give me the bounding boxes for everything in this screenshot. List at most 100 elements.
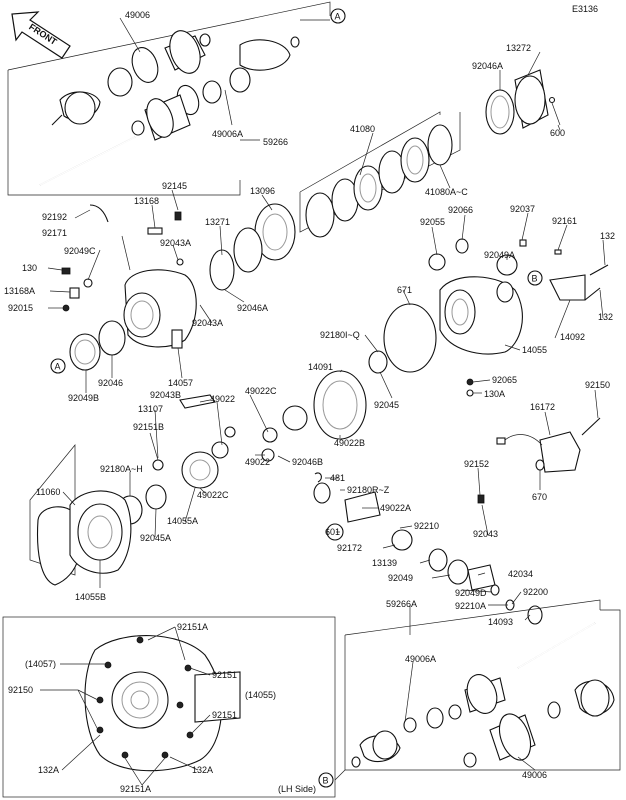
label-130: 130 <box>22 263 37 273</box>
label-92046A: 92046A <box>472 61 503 71</box>
label-92015: 92015 <box>8 303 33 313</box>
actuator-16172 <box>496 417 601 473</box>
label-92180I-Q: 92180I~Q <box>320 330 360 340</box>
lower-shaft-frame <box>344 609 621 771</box>
label-92200: 92200 <box>523 587 548 597</box>
label-92043A-a: 92043A <box>160 238 191 248</box>
pinion-parts <box>428 494 543 625</box>
part-labels: E3136 49006 13272 92046A 600 49006A 4108… <box>4 4 615 794</box>
lower-axle-parts <box>351 622 615 768</box>
lh-side-inset <box>2 616 336 798</box>
label-132A-r: 132A <box>192 765 213 775</box>
label-92046A-mid: 92046A <box>237 303 268 313</box>
label-49006: 49006 <box>125 10 150 20</box>
label-14055: 14055 <box>522 345 547 355</box>
label-13272: 13272 <box>506 43 531 53</box>
label-92045A: 92045A <box>140 533 171 543</box>
label-92210A: 92210A <box>455 601 486 611</box>
label-132-b: 132 <box>598 312 613 322</box>
left-housing <box>61 204 197 371</box>
label-92210-a: 92210 <box>414 521 439 531</box>
label-49022-b: 49022 <box>245 457 270 467</box>
leader-lines <box>40 17 606 786</box>
label-92172: 92172 <box>337 543 362 553</box>
diagram-code: E3136 <box>572 4 598 14</box>
label-92049C: 92049C <box>64 246 96 256</box>
callout-a-top: A <box>330 8 346 24</box>
label-14055-b: (14055) <box>245 690 276 700</box>
callout-b-right: B <box>527 270 543 286</box>
label-49022C-b: 49022C <box>197 490 229 500</box>
label-130A: 130A <box>484 389 505 399</box>
clutch-frame-top <box>299 111 441 193</box>
label-16172: 16172 <box>530 402 555 412</box>
shaft-frame-left <box>7 70 241 196</box>
lower-shaft-frame-top <box>344 599 601 636</box>
label-92046B: 92046B <box>292 457 323 467</box>
label-92161: 92161 <box>552 216 577 226</box>
label-600: 600 <box>550 128 565 138</box>
label-481: 481 <box>330 473 345 483</box>
label-92043: 92043 <box>473 529 498 539</box>
upper-axle-parts <box>39 30 300 186</box>
label-92151-a: 92151 <box>212 670 237 680</box>
gears-13096 <box>209 203 296 291</box>
label-92171: 92171 <box>42 228 67 238</box>
label-49006A-b: 49006A <box>405 654 436 664</box>
label-92152: 92152 <box>464 459 489 469</box>
label-49022A: 49022A <box>380 503 411 513</box>
label-92043B: 92043B <box>150 390 181 400</box>
label-92151A-t: 92151A <box>177 622 208 632</box>
label-92049: 92049 <box>388 573 413 583</box>
label-670: 670 <box>532 492 547 502</box>
label-92046: 92046 <box>98 378 123 388</box>
label-49006A: 49006A <box>212 129 243 139</box>
right-housing <box>368 238 609 397</box>
label-13168A: 13168A <box>4 286 35 296</box>
cover-housing <box>37 490 132 586</box>
label-59266: 59266 <box>263 137 288 147</box>
label-92151A-b: 92151A <box>120 784 151 794</box>
label-14093: 14093 <box>488 617 513 627</box>
label-49006-b: 49006 <box>522 770 547 780</box>
label-14092: 14092 <box>560 332 585 342</box>
label-14057: 14057 <box>168 378 193 388</box>
label-49022B: 49022B <box>334 438 365 448</box>
label-41080: 41080 <box>350 124 375 134</box>
label-13107: 13107 <box>138 404 163 414</box>
label-132-a: 132 <box>600 231 615 241</box>
label-13271: 13271 <box>205 217 230 227</box>
right-top-bearing <box>485 69 561 135</box>
label-92151-b: 92151 <box>212 710 237 720</box>
label-11060: 11060 <box>36 487 60 497</box>
label-92045: 92045 <box>374 400 399 410</box>
label-92150-r: 92150 <box>585 380 610 390</box>
label-14055B: 14055B <box>75 592 106 602</box>
label-14055A: 14055A <box>167 516 198 526</box>
label-13096: 13096 <box>250 186 275 196</box>
clutch-plates <box>305 124 453 238</box>
label-92150-b: 92150 <box>8 685 33 695</box>
shaft-frame-top <box>7 1 331 71</box>
front-arrow-icon: FRONT <box>11 11 71 59</box>
label-42034: 42034 <box>508 569 533 579</box>
label-601: 601 <box>325 527 340 537</box>
label-92037: 92037 <box>510 204 535 214</box>
label-92151B: 92151B <box>133 422 164 432</box>
label-132A-l: 132A <box>38 765 59 775</box>
label-14091: 14091 <box>308 362 333 372</box>
callout-letter: B <box>323 776 329 786</box>
label-41080A-C: 41080A~C <box>425 187 468 197</box>
label-92049D: 92049D <box>455 588 487 598</box>
label-92043A-b: 92043A <box>192 318 223 328</box>
label-13139: 13139 <box>372 558 397 568</box>
callout-b-bottom: B <box>318 772 334 788</box>
label-49022C-a: 49022C <box>245 386 277 396</box>
lh-side-label: (LH Side) <box>278 784 316 794</box>
callout-letter: A <box>335 12 341 22</box>
label-92180R-Z: 92180R~Z <box>347 485 390 495</box>
callout-letter: B <box>532 274 538 284</box>
label-13168: 13168 <box>134 196 159 206</box>
